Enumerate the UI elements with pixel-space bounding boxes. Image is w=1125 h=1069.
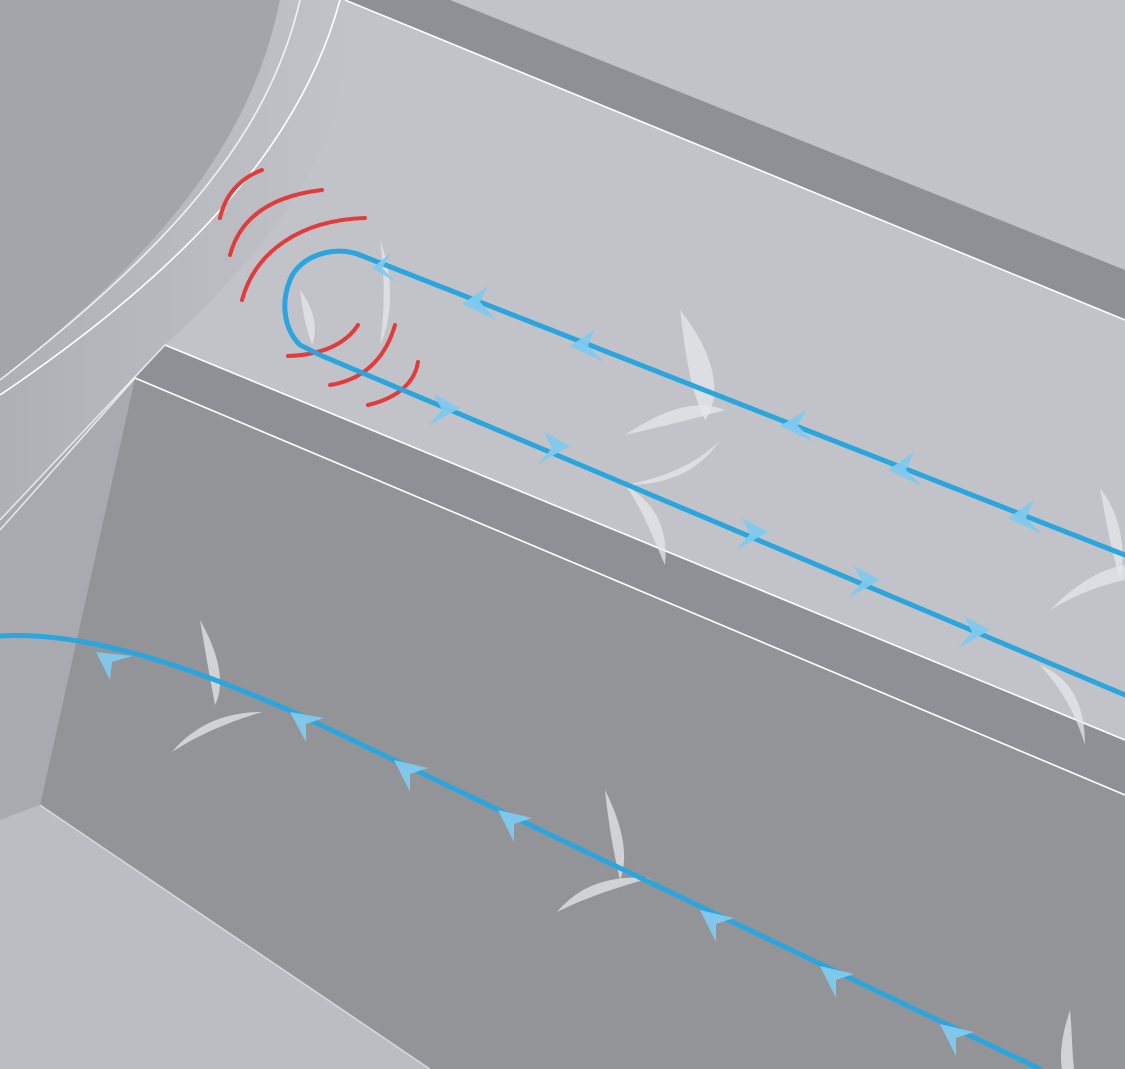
sound-wave-icon [328,323,397,387]
edge-line [344,0,1125,321]
chevron-arrow-icon [940,1024,974,1056]
chevron-arrow-icon [1008,500,1042,534]
lower-airflow-line [0,633,1043,1069]
crescent-swirl-icon [605,790,625,880]
crescent-swirl-icon [300,290,315,345]
edge-line [164,344,1125,741]
sound-wave-icon [240,216,367,302]
chevron-arrow-icon [820,966,854,998]
edge-line [39,804,431,1069]
chevron-arrow-icon [394,760,428,792]
chevron-arrow-icon [888,452,922,486]
chevron-arrow-icon [96,652,132,680]
chevron-arrow-icon [780,410,814,442]
left-wall [0,345,165,820]
chevron-arrow-icon [848,566,880,598]
turbulence-swirls [172,240,1125,1069]
crescent-swirl-icon [625,485,666,565]
crescent-swirl-icon [1040,665,1085,745]
crescent-swirl-icon [1060,1010,1074,1069]
flow-arrows [96,252,1042,1056]
chevron-arrow-icon [498,810,532,842]
duct-top-surface [135,345,1125,795]
curved-wall-face [0,0,385,520]
chevron-arrow-icon [428,394,460,426]
curved-back-wall [0,0,280,380]
chevron-arrow-icon [958,616,990,648]
crescent-swirl-icon [557,877,650,912]
edge-line [0,377,136,531]
chevron-arrow-icon [538,432,570,464]
edge-line [0,344,166,521]
chevron-arrow-icon [700,910,734,942]
chevron-arrow-icon [736,518,768,550]
crescent-swirl-icon [172,712,262,752]
chevron-arrow-icon [372,252,396,282]
crescent-swirl-icon [1100,488,1123,580]
airflow-lines [0,248,1125,1069]
edge-line [134,377,1125,796]
rear-panel [165,0,1125,760]
upper-airflow-loop [282,248,1125,698]
chevron-arrow-icon [570,330,604,362]
sound-wave-icon [286,323,360,358]
floor-surface [0,805,430,1069]
duct-front-face [40,378,1125,1069]
noise-waves [218,168,420,407]
sound-wave-icon [218,168,264,220]
crescent-swirl-icon [625,440,720,485]
crescent-swirl-icon [625,405,725,435]
crescent-swirl-icon [380,240,391,345]
crescent-swirl-icon [1050,565,1125,610]
chevron-arrow-icon [462,286,496,320]
sound-wave-icon [228,188,324,257]
crescent-swirl-icon [200,620,220,705]
chevron-arrow-icon [290,712,324,742]
edge-line [0,0,301,381]
